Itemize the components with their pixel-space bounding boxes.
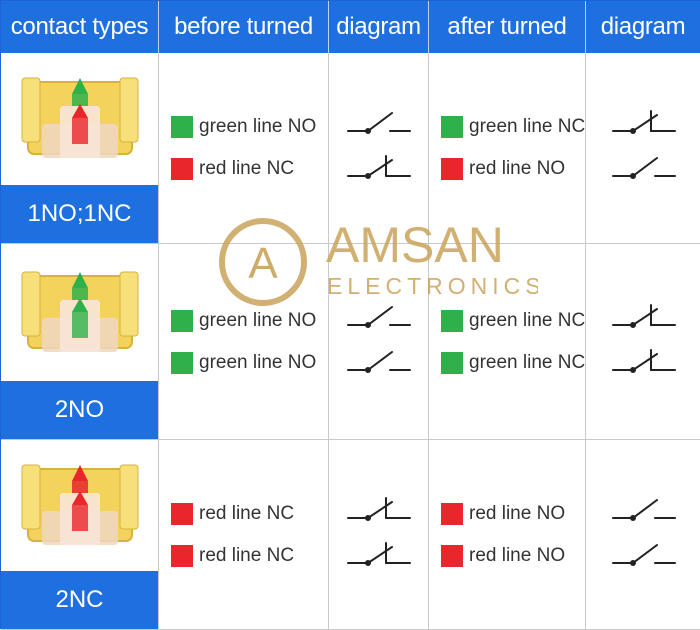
after-cell: green line NC green line NC — [429, 244, 586, 440]
contact-symbol-icon — [611, 154, 677, 187]
contact-symbol-icon — [346, 154, 412, 187]
legend-label: red line NO — [469, 158, 566, 179]
legend-item: green line NC — [441, 351, 586, 374]
color-swatch — [171, 502, 193, 525]
legend-label: green line NC — [469, 309, 586, 331]
legend-item: green line NO — [171, 116, 328, 138]
diagram-cell — [586, 53, 700, 244]
legend-item: red line NC — [171, 158, 328, 180]
color-swatch — [441, 544, 463, 567]
before-cell: green line NO green line NO — [159, 244, 329, 440]
before-cell: green line NO red line NC — [159, 53, 329, 244]
legend-label: red line NC — [199, 158, 295, 179]
color-swatch — [171, 351, 193, 374]
color-swatch — [441, 158, 463, 180]
contact-symbol-icon — [611, 541, 677, 574]
contact-block-photo — [1, 244, 158, 381]
type-cell: 1NO;1NC — [1, 53, 159, 244]
contact-symbol-icon — [346, 109, 412, 142]
legend-label: red line NO — [469, 544, 566, 566]
header-before-turned: before turned — [159, 1, 329, 53]
contact-block-photo — [1, 53, 158, 185]
type-cell: 2NC — [1, 440, 159, 630]
header-diagram-after: diagram — [586, 1, 700, 53]
legend-item: red line NO — [441, 158, 585, 180]
color-swatch — [441, 116, 463, 138]
legend-label: green line NC — [469, 351, 586, 373]
contact-symbol-icon — [346, 541, 412, 574]
diagram-cell — [586, 440, 700, 630]
header-contact-types: contact types — [1, 1, 159, 53]
legend-label: green line NO — [199, 116, 317, 137]
after-cell: green line NC red line NO — [429, 53, 586, 244]
legend-label: green line NO — [199, 309, 317, 331]
legend-item: green line NO — [171, 351, 328, 374]
diagram-cell — [329, 53, 429, 244]
legend-item: red line NC — [171, 544, 328, 567]
contact-block-photo — [1, 440, 158, 571]
type-label: 1NO;1NC — [1, 185, 158, 243]
type-label: 2NO — [1, 381, 158, 439]
color-swatch — [441, 502, 463, 525]
diagram-cell — [329, 244, 429, 440]
diagram-cell — [329, 440, 429, 630]
legend-item: green line NC — [441, 116, 585, 138]
contact-symbol-icon — [611, 348, 677, 381]
contact-symbol-icon — [346, 496, 412, 529]
legend-label: red line NC — [199, 502, 295, 524]
legend-label: red line NC — [199, 544, 295, 566]
color-swatch — [441, 309, 463, 332]
contact-symbol-icon — [346, 303, 412, 336]
legend-label: green line NC — [469, 116, 586, 137]
contact-symbol-icon — [611, 109, 677, 142]
legend-item: red line NO — [441, 544, 585, 567]
legend-item: red line NC — [171, 502, 328, 525]
after-cell: red line NO red line NO — [429, 440, 586, 630]
contact-symbol-icon — [346, 348, 412, 381]
type-label: 2NC — [1, 571, 158, 629]
color-swatch — [171, 309, 193, 332]
header-after-turned: after turned — [429, 1, 586, 53]
contact-symbol-icon — [611, 303, 677, 336]
diagram-cell — [586, 244, 700, 440]
legend-item: green line NO — [171, 309, 328, 332]
contact-symbol-icon — [611, 496, 677, 529]
header-diagram-before: diagram — [329, 1, 429, 53]
color-swatch — [171, 158, 193, 180]
color-swatch — [441, 351, 463, 374]
type-cell: 2NO — [1, 244, 159, 440]
legend-label: green line NO — [199, 351, 317, 373]
color-swatch — [171, 544, 193, 567]
legend-item: green line NC — [441, 309, 586, 332]
legend-item: red line NO — [441, 502, 585, 525]
before-cell: red line NC red line NC — [159, 440, 329, 630]
legend-label: red line NO — [469, 502, 566, 524]
color-swatch — [171, 116, 193, 138]
